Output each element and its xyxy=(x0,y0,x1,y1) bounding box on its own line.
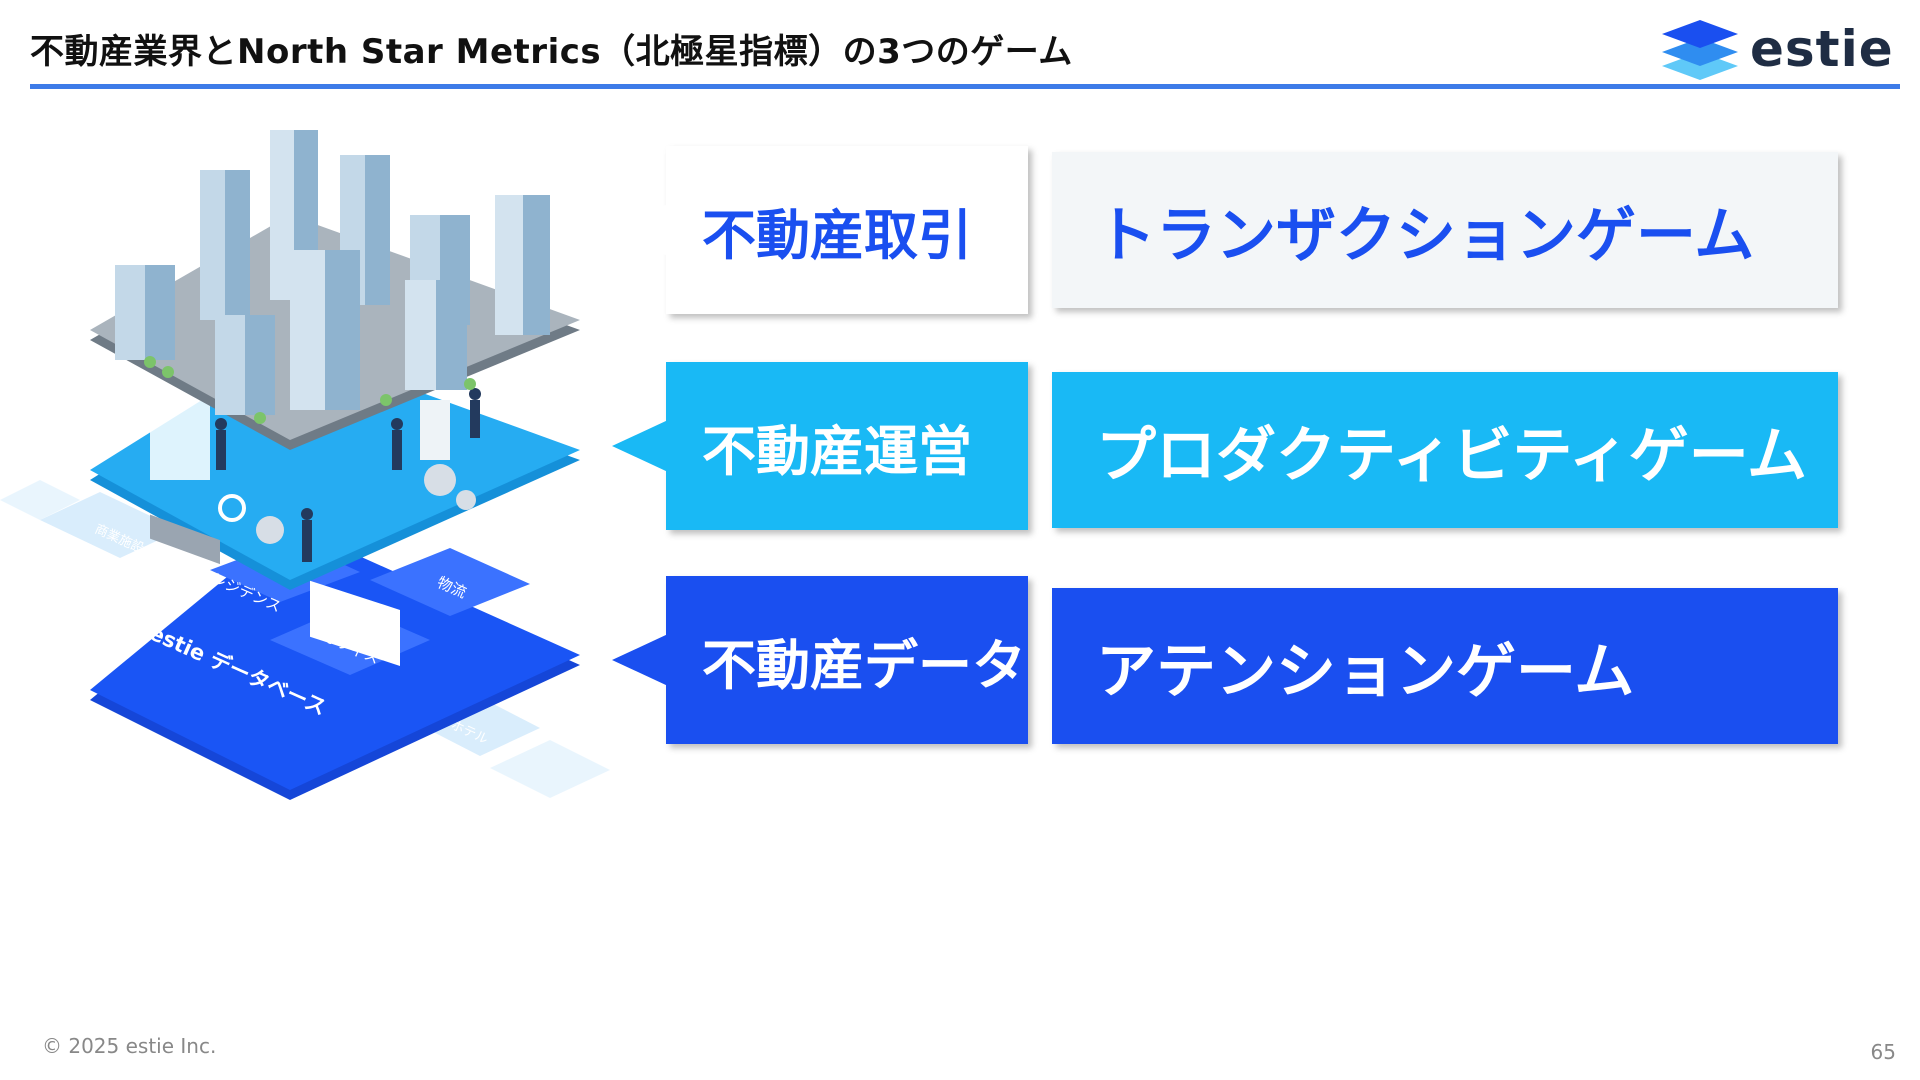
callout-pointer xyxy=(612,634,668,686)
title-underline xyxy=(30,84,1900,89)
category-label: 不動産運営 xyxy=(666,407,972,486)
callout-pointer xyxy=(612,420,668,472)
game-box-operations: プロダクティビティゲーム xyxy=(1052,372,1838,528)
copyright-footer: © 2025 estie Inc. xyxy=(42,1034,216,1058)
side-tile-decor-2 xyxy=(490,740,610,798)
callout-pointer xyxy=(612,204,668,256)
logo-wordmark: estie xyxy=(1750,20,1894,78)
locker-icon xyxy=(420,400,450,460)
category-box-operations: 不動産運営 xyxy=(666,362,1028,530)
gear-small-icon xyxy=(456,490,476,510)
gear-icon xyxy=(424,464,456,496)
page-number: 65 xyxy=(1871,1040,1896,1064)
slide-title: 不動産業界とNorth Star Metrics（北極星指標）の3つのゲーム xyxy=(30,24,1073,73)
game-box-data: アテンションゲーム xyxy=(1052,588,1838,744)
category-box-transaction: 不動産取引 xyxy=(666,146,1028,314)
isometric-city-illustration: 商業施設 ホテル レジデンス オフィス 物流 estie データベース xyxy=(0,100,640,820)
game-label: アテンションゲーム xyxy=(1052,623,1634,710)
estie-logo: estie xyxy=(1660,14,1890,84)
category-label: 不動産データ xyxy=(666,621,1026,700)
logo-layers-icon xyxy=(1660,16,1740,82)
game-box-transaction: トランザクションゲーム xyxy=(1052,152,1838,308)
game-label: プロダクティビティゲーム xyxy=(1052,407,1807,494)
category-label: 不動産取引 xyxy=(666,191,972,270)
game-label: トランザクションゲーム xyxy=(1052,187,1754,274)
monitor-icon xyxy=(150,400,210,480)
category-box-data: 不動産データ xyxy=(666,576,1028,744)
gear-icon-2 xyxy=(256,516,284,544)
